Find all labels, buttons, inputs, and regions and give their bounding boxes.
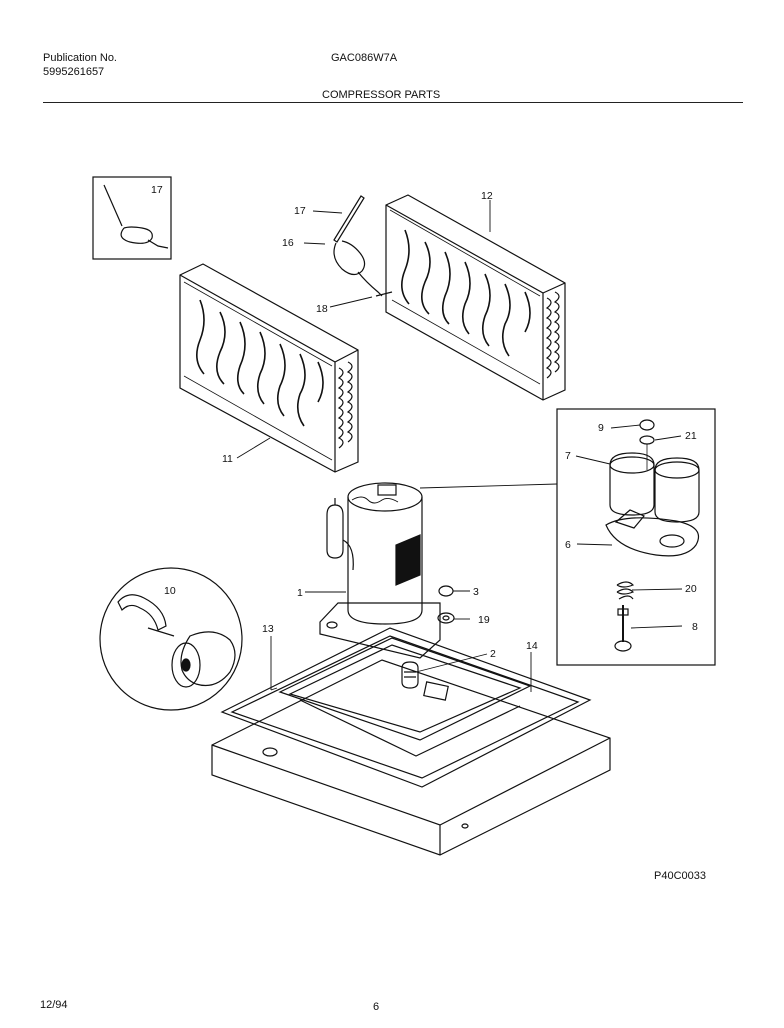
callout-3: 3 bbox=[473, 586, 479, 598]
drawing-code: P40C0033 bbox=[654, 870, 706, 882]
callout-2: 2 bbox=[490, 648, 496, 660]
callout-21: 21 bbox=[685, 430, 697, 442]
compressor bbox=[319, 482, 441, 659]
callout-20: 20 bbox=[685, 583, 697, 595]
inset-box-17 bbox=[92, 176, 172, 260]
section-title: COMPRESSOR PARTS bbox=[322, 89, 441, 101]
callout-12: 12 bbox=[481, 190, 493, 202]
callout-19: 19 bbox=[478, 614, 490, 626]
callout-16: 16 bbox=[282, 237, 294, 249]
coil-11 bbox=[179, 263, 359, 473]
callout-10: 10 bbox=[164, 585, 176, 597]
callout-14: 14 bbox=[526, 640, 538, 652]
leader-lines bbox=[236, 200, 683, 692]
capillary-tube bbox=[333, 195, 393, 297]
footer-date: 12/94 bbox=[40, 999, 68, 1011]
callout-18: 18 bbox=[316, 303, 328, 315]
callout-8: 8 bbox=[692, 621, 698, 633]
callout-9: 9 bbox=[598, 422, 604, 434]
page-number: 6 bbox=[373, 1001, 380, 1013]
base-pan bbox=[211, 627, 611, 856]
overload-detail-box bbox=[419, 408, 716, 666]
callout-11: 11 bbox=[222, 453, 233, 465]
callout-17-inset: 17 bbox=[151, 184, 163, 196]
callout-13: 13 bbox=[262, 623, 274, 635]
callout-1: 1 bbox=[297, 587, 303, 599]
publication-label: Publication No. bbox=[43, 52, 117, 64]
callout-7: 7 bbox=[565, 450, 571, 462]
callout-labels: 17 17 16 18 12 11 9 21 7 6 20 8 10 1 3 1… bbox=[151, 184, 698, 660]
callout-17: 17 bbox=[294, 205, 306, 217]
detail-circle-10 bbox=[99, 567, 243, 711]
header-rule bbox=[43, 102, 743, 103]
coil-12 bbox=[385, 194, 566, 401]
callout-6: 6 bbox=[565, 539, 571, 551]
publication-number: 5995261657 bbox=[43, 66, 105, 78]
model-number: GAC086W7A bbox=[331, 52, 398, 64]
